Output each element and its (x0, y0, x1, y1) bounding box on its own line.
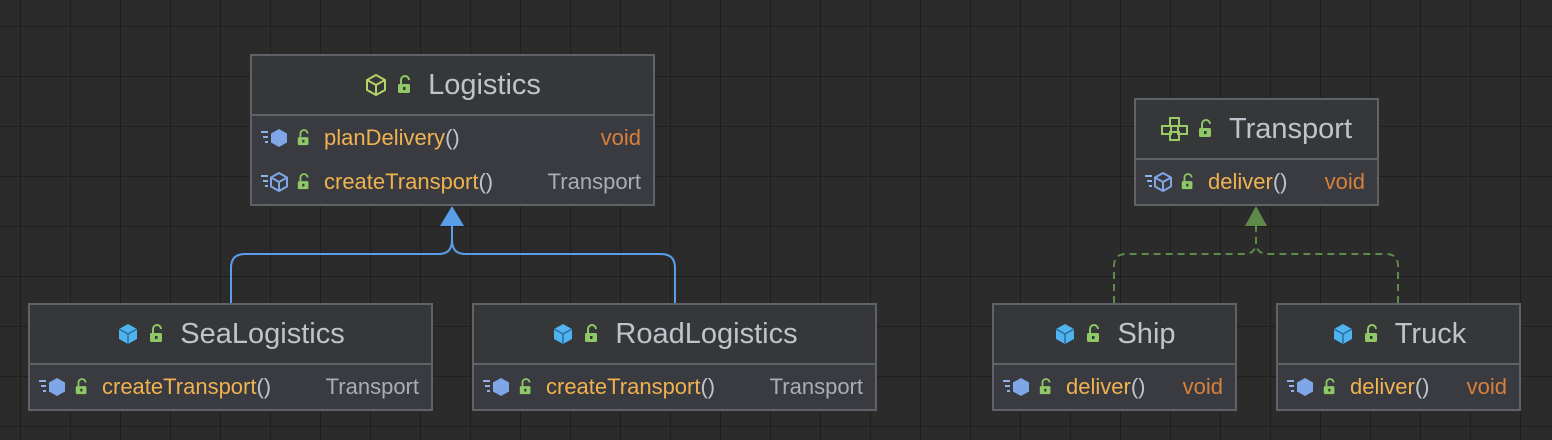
public-lock-icon (1322, 378, 1338, 396)
class-icon (551, 322, 575, 346)
method-name: deliver (1066, 374, 1131, 399)
public-lock-icon (74, 378, 90, 396)
class-title: SeaLogistics (180, 317, 345, 350)
class-header: Logistics (252, 56, 653, 116)
class-title: Truck (1394, 317, 1467, 350)
method-icon (260, 127, 290, 149)
method-icon (38, 376, 68, 398)
interface-header: Transport (1136, 100, 1377, 160)
public-lock-icon (296, 129, 312, 147)
class-header: Truck (1278, 305, 1519, 365)
edge-roadlogistics-to-logistics (451, 239, 676, 303)
method-parens: () (1414, 374, 1430, 399)
class-node-roadlogistics[interactable]: RoadLogistics createTransport() Transpor… (472, 303, 877, 411)
return-type: void (1466, 374, 1507, 399)
class-icon (1053, 322, 1077, 346)
interface-node-transport[interactable]: Transport deliver() void (1134, 98, 1379, 206)
method-row[interactable]: deliver() void (994, 365, 1235, 409)
return-type: void (1324, 169, 1365, 194)
interface-icon (1160, 117, 1189, 141)
method-row[interactable]: createTransport() Transport (30, 365, 431, 409)
method-row[interactable]: createTransport() Transport (252, 160, 653, 204)
class-header: Ship (994, 305, 1235, 365)
method-icon (482, 376, 512, 398)
class-header: RoadLogistics (474, 305, 875, 365)
method-name: deliver (1350, 374, 1415, 399)
class-node-ship[interactable]: Ship deliver() void (992, 303, 1237, 411)
class-node-sealogistics[interactable]: SeaLogistics createTransport() Transport (28, 303, 433, 411)
return-type: void (1182, 374, 1223, 399)
class-node-logistics[interactable]: Logistics planDelivery() void createTran… (250, 54, 655, 206)
method-name: createTransport (324, 169, 479, 194)
abstract-method-icon (1144, 171, 1174, 193)
method-icon (1286, 376, 1316, 398)
method-name: createTransport (546, 374, 701, 399)
public-lock-icon (296, 173, 312, 191)
public-lock-icon (1363, 324, 1381, 344)
method-parens: () (478, 169, 494, 194)
return-type: Transport (547, 169, 641, 194)
class-icon (116, 322, 140, 346)
method-icon (1002, 376, 1032, 398)
inheritance-arrowhead (440, 206, 464, 226)
public-lock-icon (1197, 119, 1215, 139)
method-row[interactable]: createTransport() Transport (474, 365, 875, 409)
method-row[interactable]: planDelivery() void (252, 116, 653, 160)
public-lock-icon (1038, 378, 1054, 396)
method-parens: () (256, 374, 272, 399)
public-lock-icon (583, 324, 601, 344)
return-type: void (600, 125, 641, 150)
method-name: createTransport (102, 374, 257, 399)
method-name: planDelivery (324, 125, 446, 150)
abstract-class-icon (364, 73, 388, 97)
public-lock-icon (518, 378, 534, 396)
class-title: Ship (1117, 317, 1176, 350)
return-type: Transport (769, 374, 863, 399)
return-type: Transport (325, 374, 419, 399)
method-row[interactable]: deliver() void (1278, 365, 1519, 409)
public-lock-icon (1180, 173, 1196, 191)
method-parens: () (700, 374, 716, 399)
method-name: deliver (1208, 169, 1273, 194)
edge-truck-to-transport (1255, 241, 1399, 303)
method-parens: () (1130, 374, 1146, 399)
method-parens: () (445, 125, 460, 150)
edge-sealogistics-to-logistics (230, 226, 453, 303)
interface-title: Transport (1228, 112, 1353, 145)
public-lock-icon (396, 75, 414, 95)
class-icon (1331, 322, 1355, 346)
public-lock-icon (1085, 324, 1103, 344)
abstract-method-icon (260, 171, 290, 193)
class-node-truck[interactable]: Truck deliver() void (1276, 303, 1521, 411)
public-lock-icon (148, 324, 166, 344)
class-title: RoadLogistics (615, 317, 798, 350)
class-header: SeaLogistics (30, 305, 431, 365)
class-title: Logistics (428, 68, 541, 101)
realization-arrowhead (1245, 206, 1267, 226)
method-row[interactable]: deliver() void (1136, 160, 1377, 204)
method-parens: () (1272, 169, 1288, 194)
edge-ship-to-transport (1113, 226, 1257, 303)
